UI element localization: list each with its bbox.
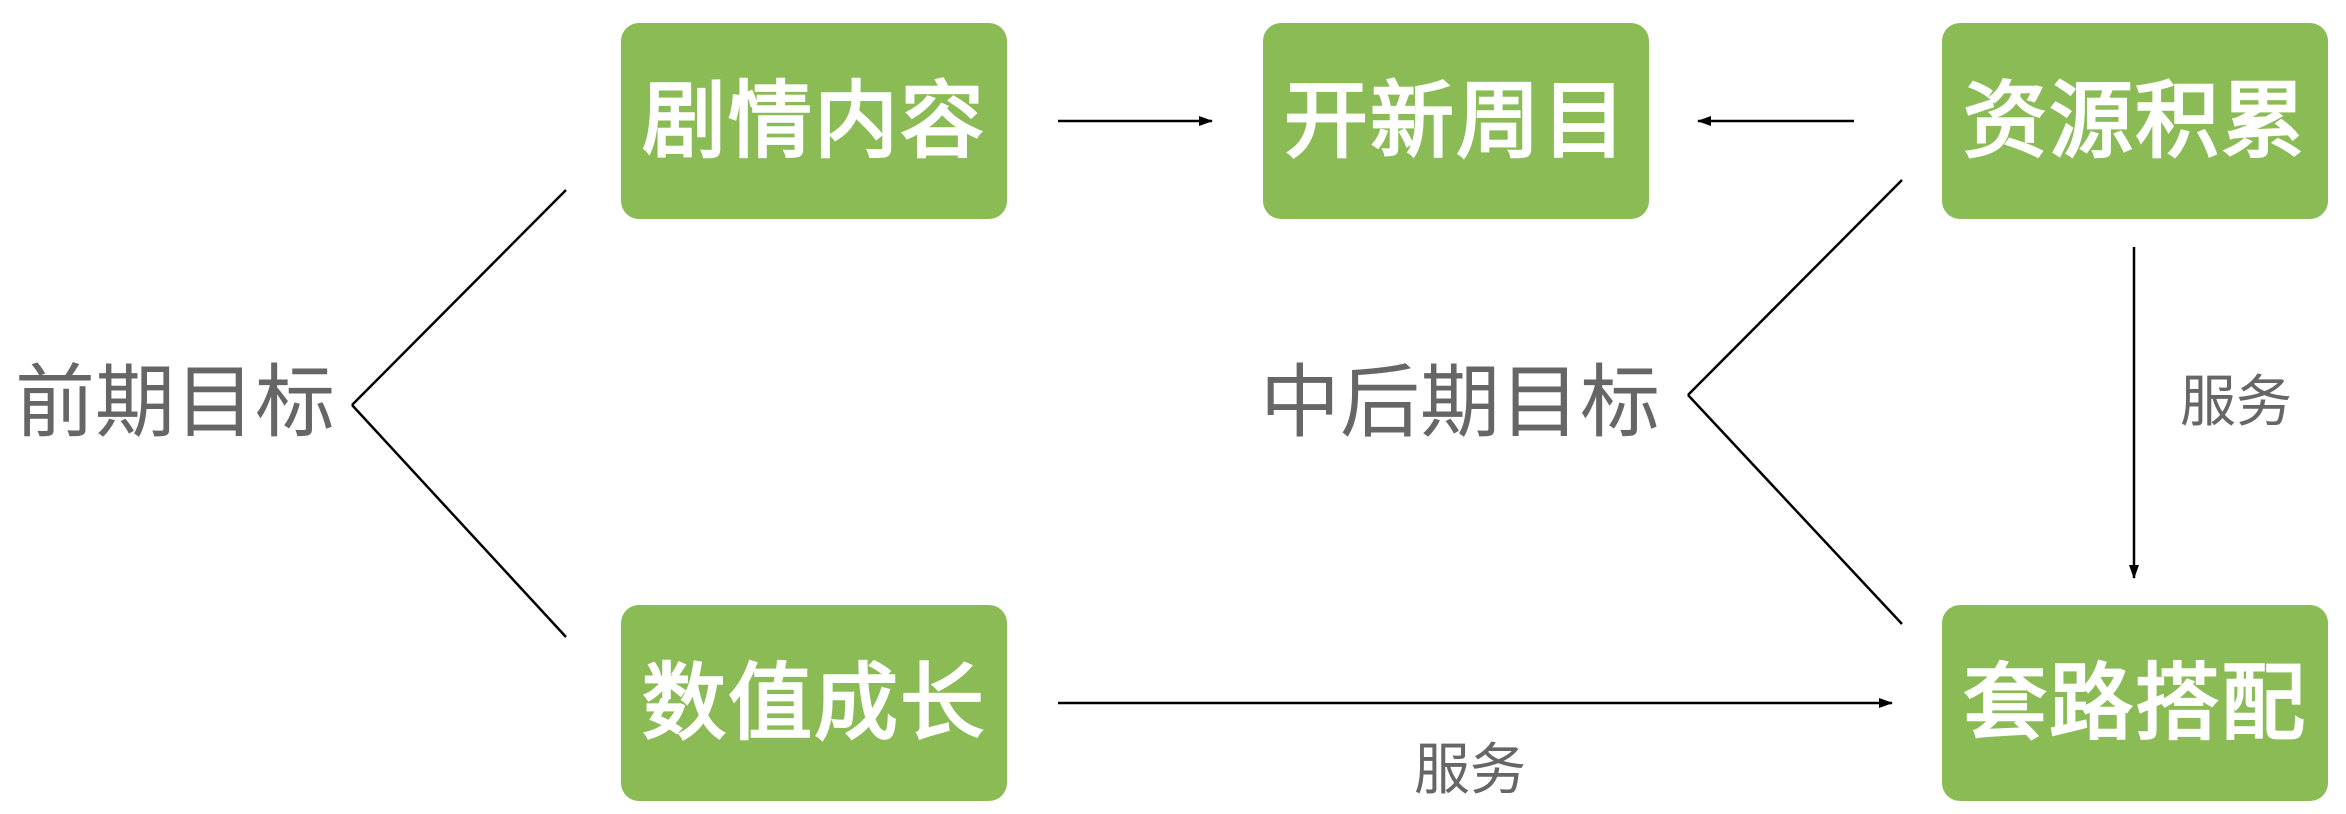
build-combination-box: 套路搭配 <box>1942 605 2328 801</box>
service-label-bottom: 服务 <box>1414 738 1526 803</box>
early-goal-label: 前期目标 <box>15 356 335 449</box>
late-goal-bracket-upper <box>1687 179 1903 396</box>
story-content-box: 剧情内容 <box>621 23 1007 219</box>
service-label-right: 服务 <box>2180 370 2292 435</box>
resource-accumulation-box: 资源积累 <box>1942 23 2328 219</box>
early-goal-bracket-upper <box>351 189 567 406</box>
early-goal-bracket-lower <box>351 404 567 638</box>
late-goal-bracket-lower <box>1687 394 1903 625</box>
late-goal-label: 中后期目标 <box>1260 356 1660 449</box>
new-game-plus-box: 开新周目 <box>1263 23 1649 219</box>
numeric-growth-box: 数值成长 <box>621 605 1007 801</box>
